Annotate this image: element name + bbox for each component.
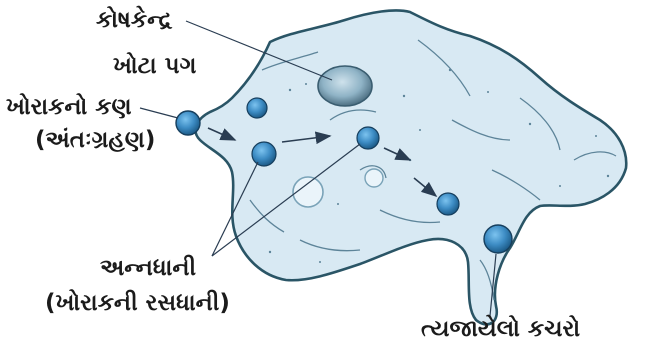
expelled-waste-label: ત્યજાયેલો કચરો bbox=[421, 316, 581, 342]
food-vacuole-label: અન્નધાની bbox=[100, 255, 197, 281]
food-vacuole bbox=[436, 192, 460, 216]
pale-vacuole bbox=[292, 176, 324, 208]
movement-arrows bbox=[207, 127, 438, 198]
nucleus-label: કોષકેન્દ્ર bbox=[96, 7, 173, 33]
waste-particle bbox=[483, 224, 513, 254]
cytoplasm-folds bbox=[249, 39, 617, 301]
nucleus bbox=[317, 65, 373, 107]
food-particle bbox=[175, 110, 201, 136]
food-vacuole bbox=[356, 126, 380, 150]
ingestion-label: (અંતઃગ્રહણ) bbox=[35, 127, 156, 153]
food-vacuole bbox=[246, 97, 268, 119]
leader-lines bbox=[139, 20, 497, 317]
pale-vacuole bbox=[364, 168, 384, 188]
cell-body bbox=[194, 9, 628, 326]
food-vacuole bbox=[251, 141, 277, 167]
food-particle-label: ખોરાકનો કણ bbox=[6, 94, 132, 120]
food-vacuole-alt-label: (ખોરાકની રસધાની) bbox=[45, 290, 230, 316]
pseudopodia-label: ખોટા પગ bbox=[113, 53, 197, 79]
